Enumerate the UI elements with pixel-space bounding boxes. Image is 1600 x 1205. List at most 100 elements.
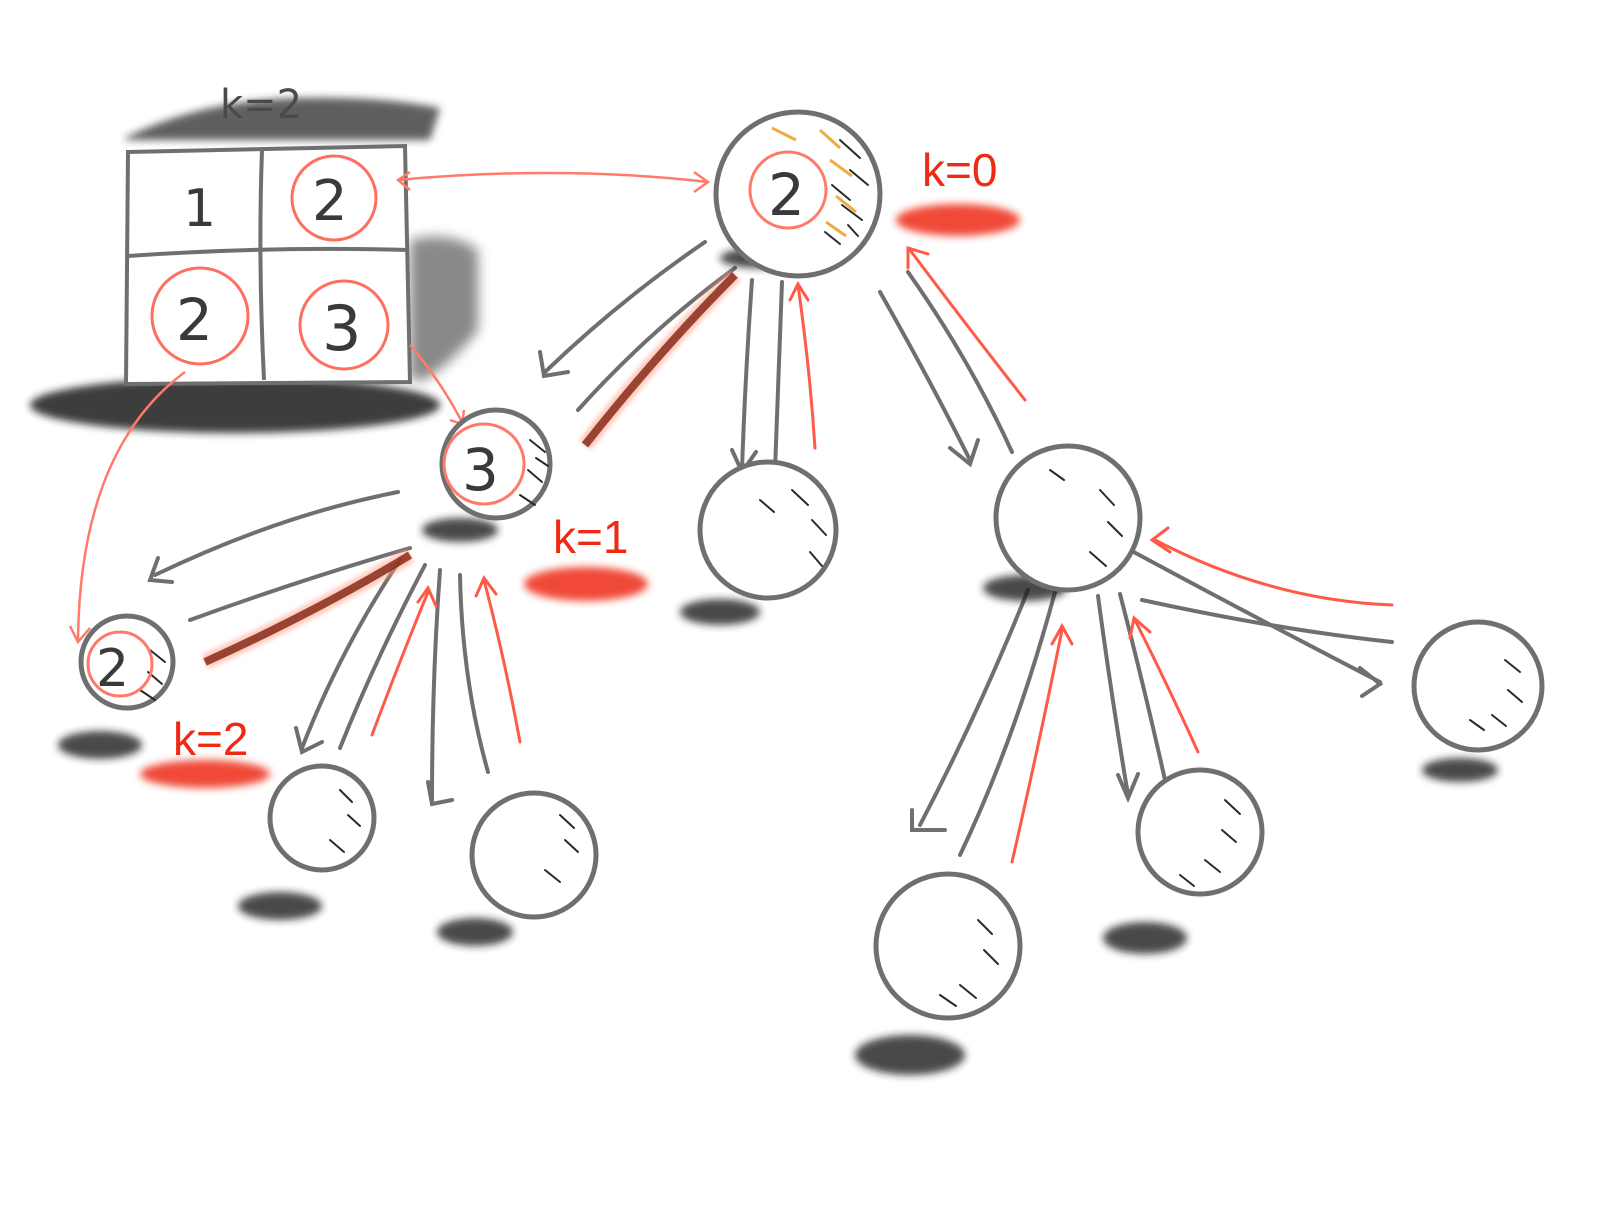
arrowhead: [395, 170, 411, 191]
shadow-leafA: [238, 892, 322, 920]
arrowhead: [1050, 622, 1074, 646]
edge-node3-to-leafB: [430, 568, 442, 802]
node-leaf-b: [469, 790, 599, 920]
node-value-root: 2: [768, 161, 805, 229]
return-arrows: [370, 245, 1394, 864]
shadow-node3: [422, 518, 498, 542]
edge-root-to-right: [878, 290, 972, 462]
link-arrow-grid-to-node2: [76, 370, 186, 641]
node-leaf-d: [1135, 767, 1265, 897]
node-inner-circle: [442, 422, 526, 506]
highlight-path-root-to-node3: [581, 272, 738, 448]
edge-leafD-to-right: [1118, 592, 1167, 782]
edge-leafE-to-right: [1140, 598, 1394, 644]
level-marker-k0: [896, 204, 1020, 236]
arrowhead: [68, 625, 91, 645]
edge-middle-to-root: [773, 280, 784, 472]
edge-node3-to-root: [576, 266, 737, 412]
arrowhead: [294, 726, 324, 755]
shadow-middle: [680, 599, 760, 625]
edge-right-to-leafE: [1128, 548, 1382, 684]
edge-right-to-root: [906, 270, 1014, 454]
level-label-k2: k=2: [173, 713, 248, 765]
shadow-leafD: [1103, 922, 1187, 954]
hatch-leafC: [939, 919, 999, 1007]
hatch-leafB: [544, 814, 579, 883]
edge-node2-to-node3: [188, 546, 412, 622]
node-level1-left: [439, 407, 553, 521]
shadow-leafB: [437, 918, 513, 946]
edge-root-to-node3: [543, 240, 707, 374]
edge-node3-to-leafA: [300, 558, 402, 750]
arrowhead: [948, 438, 980, 468]
node-inner-circle: [748, 150, 828, 230]
arrowhead: [416, 584, 438, 608]
arrowhead: [788, 280, 810, 302]
hatch-right: [1049, 469, 1123, 567]
level-label-k1: k=1: [553, 511, 628, 563]
return-arrow-middle: [796, 283, 817, 450]
shadow-leafC: [855, 1035, 965, 1075]
link-arrow-grid-to-node3: [409, 344, 464, 423]
return-arrow-leafA: [370, 590, 430, 737]
node-leaf-e: [1411, 619, 1545, 753]
matrix-grid: k=2 1 2 2 3: [30, 82, 478, 433]
cell-highlight-circle: [290, 154, 378, 242]
return-arrow-leafE: [1153, 538, 1394, 607]
hatch-leafD: [1179, 799, 1241, 887]
node-inner-circle: [86, 630, 154, 698]
node-value-level1-left: 3: [462, 436, 499, 504]
grid-vertical-divider: [258, 149, 266, 381]
hatch-node3: [519, 439, 549, 506]
shadow-node2: [58, 731, 142, 759]
arrowhead: [1149, 526, 1172, 554]
grid-top-shadow: [125, 97, 440, 140]
level-label-k0: k=0: [922, 144, 997, 196]
node-root: [713, 109, 883, 279]
node-hatching: [139, 139, 1523, 1007]
shadow-leafE: [1422, 758, 1498, 782]
node-value-level2-left: 2: [96, 639, 129, 699]
arrowhead: [1358, 666, 1384, 698]
level-marker-k2: [140, 760, 270, 788]
cell-highlight-circle: [150, 266, 250, 366]
return-arrow-leafC: [1010, 628, 1064, 864]
highlight-path-node3-to-node2: [203, 551, 413, 666]
grid-horizontal-divider: [127, 246, 409, 258]
grid-frame: [123, 143, 413, 387]
link-arrow-grid-to-root: [397, 171, 709, 184]
edge-root-to-middle: [740, 278, 754, 472]
edge-right-to-leafC: [918, 588, 1030, 827]
node-leaf-a: [267, 763, 377, 873]
node-level1-right: [993, 443, 1143, 593]
arrowhead: [906, 245, 930, 270]
grid-title: k=2: [220, 82, 302, 128]
hatch-leafA: [329, 789, 361, 853]
node-level1-middle: [697, 459, 839, 601]
arrowhead: [147, 556, 174, 584]
grid-side-shadow: [410, 236, 478, 380]
arrowhead: [1128, 615, 1152, 640]
cell-highlight-circle: [298, 279, 390, 371]
grid-cell-value: 3: [322, 292, 361, 365]
return-arrow-leafB: [482, 578, 522, 744]
edge-leafA-to-node3: [338, 563, 427, 750]
arrowhead: [693, 170, 711, 194]
edge-node3-to-node2: [153, 490, 400, 577]
grid-cell-value: 2: [312, 169, 348, 234]
grid-cell-value: 1: [183, 179, 216, 239]
grid-cell-value: 2: [176, 286, 213, 354]
grid-bottom-shadow: [30, 377, 440, 433]
node-leaf-c: [873, 871, 1023, 1021]
return-arrow-right: [908, 248, 1027, 402]
tree-nodes: [78, 109, 1545, 1021]
level-marker-k1: [524, 567, 648, 601]
arrowhead: [1116, 772, 1140, 804]
tree-edges: [147, 240, 1394, 857]
return-arrow-leafD: [1133, 618, 1200, 754]
arrowhead: [474, 575, 498, 598]
hatch-leafE: [1469, 659, 1523, 731]
root-gold-hatch: [771, 126, 857, 238]
